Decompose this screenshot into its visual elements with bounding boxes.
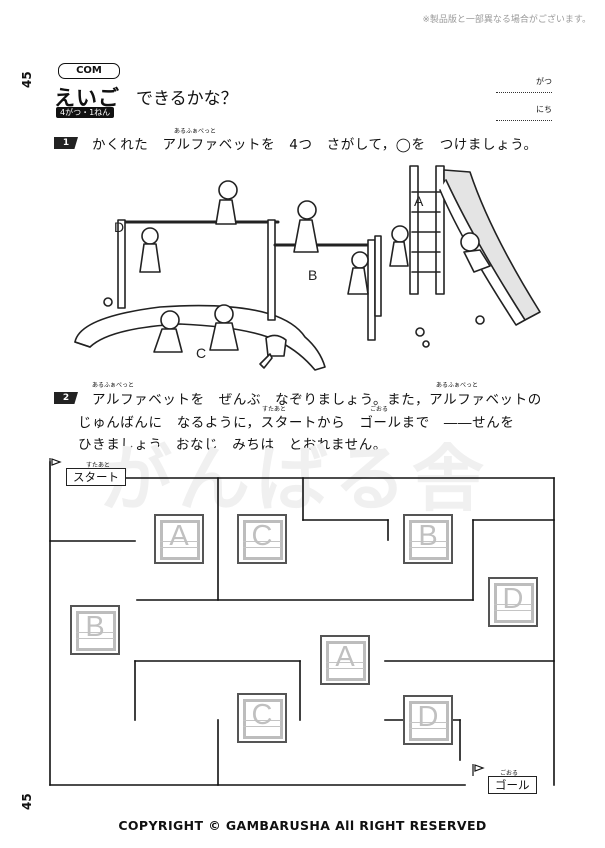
letter-card-A[interactable]: A bbox=[154, 514, 204, 564]
letter-card-A[interactable]: A bbox=[320, 635, 370, 685]
letter-card-D[interactable]: D bbox=[403, 695, 453, 745]
q2-ruby-alphabet-2: あるふぁべっと bbox=[436, 382, 479, 389]
hidden-letter-D: D bbox=[114, 219, 124, 235]
card-letter: D bbox=[502, 583, 524, 615]
question-1-number: 1 bbox=[54, 137, 78, 149]
card-letter: A bbox=[169, 520, 189, 552]
goal-label: ゴール bbox=[488, 776, 537, 794]
q2-ruby-goal: ごおる bbox=[370, 406, 389, 413]
letter-card-D[interactable]: D bbox=[488, 577, 538, 627]
start-ruby: すたあと bbox=[86, 462, 111, 469]
question-2-line-2: じゅんばんに なるように，スタートから ゴールまで ――せんを bbox=[78, 415, 515, 431]
grade-badge: 4がつ・1ねん bbox=[56, 107, 115, 118]
card-letter: C bbox=[251, 699, 273, 731]
card-letter: A bbox=[335, 641, 355, 673]
page-title: できるかな？ bbox=[136, 89, 238, 109]
goal-ruby: ごおる bbox=[500, 770, 519, 777]
q2-ruby-alphabet-1: あるふぁべっと bbox=[92, 382, 135, 389]
hidden-letter-B: B bbox=[308, 267, 317, 283]
publisher-watermark: がんばる舎 bbox=[100, 437, 491, 521]
card-letter: B bbox=[418, 520, 438, 552]
product-notice: ※製品版と一部異なる場合がございます。 bbox=[422, 15, 591, 25]
q2-ruby-start: すたあと bbox=[262, 406, 287, 413]
letter-card-C[interactable]: C bbox=[237, 514, 287, 564]
letter-card-C[interactable]: C bbox=[237, 693, 287, 743]
q1-ruby: あるふぁべっと bbox=[174, 128, 217, 135]
letter-card-B[interactable]: B bbox=[70, 605, 120, 655]
day-label: にち bbox=[536, 105, 552, 114]
question-1-text: かくれた アルファベットを 4つ さがして，◯を つけましょう。 bbox=[92, 137, 538, 153]
subject-tag: COM bbox=[58, 63, 120, 79]
month-label: がつ bbox=[536, 77, 552, 86]
card-letter: D bbox=[417, 701, 439, 733]
month-write-line[interactable] bbox=[496, 92, 552, 93]
question-2-line-1: アルファベットを ぜんぶ なぞりましょう。また，アルファベットの bbox=[92, 392, 542, 408]
playground-illustration: D A B C bbox=[74, 165, 541, 371]
subject-title: えいご bbox=[54, 86, 120, 110]
question-2-number: 2 bbox=[54, 392, 78, 404]
page-number-bottom: 45 bbox=[20, 793, 34, 810]
card-letter: B bbox=[85, 611, 105, 643]
start-label: スタート bbox=[66, 468, 126, 486]
question-2-line-3: ひきましょう。おなじ みちは とおれません。 bbox=[78, 437, 387, 453]
hidden-letter-C: C bbox=[196, 345, 206, 361]
day-write-line[interactable] bbox=[496, 120, 552, 121]
letter-card-B[interactable]: B bbox=[403, 514, 453, 564]
copyright-footer: COPYRIGHT © GAMBARUSHA All RIGHT RESERVE… bbox=[118, 818, 487, 833]
hidden-letter-A: A bbox=[414, 193, 424, 209]
card-letter: C bbox=[251, 520, 273, 552]
